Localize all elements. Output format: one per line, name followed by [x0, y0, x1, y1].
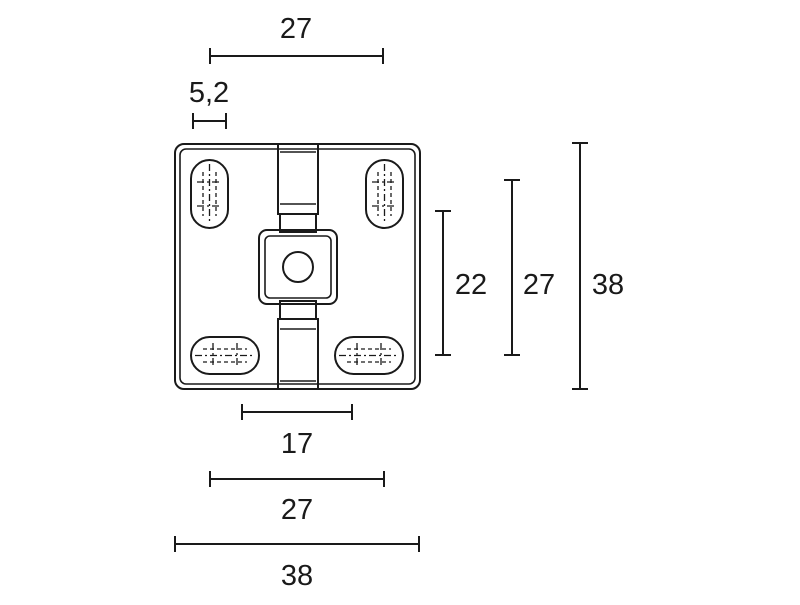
dimension-bottom-mid: 27 — [209, 471, 385, 526]
dimension-height-inner: 22 — [435, 210, 487, 356]
dimension-bottom-outer: 38 — [174, 536, 420, 592]
dimension-label: 5,2 — [189, 77, 229, 109]
center-connector — [258, 213, 338, 320]
connector-block-inner — [264, 235, 332, 299]
dimension-slot-width: 5,2 — [189, 77, 229, 129]
slot-bottom-right — [334, 336, 404, 375]
center-bolt-hole — [282, 251, 314, 283]
dimension-bottom-inner: 17 — [241, 404, 353, 460]
slot-outline — [365, 159, 404, 229]
dimension-label: 17 — [281, 428, 313, 460]
dimension-top-width: 27 — [209, 13, 384, 64]
dimension-height-outer: 38 — [572, 142, 624, 390]
connector-neck-top — [279, 213, 317, 233]
dimension-label: 27 — [280, 13, 312, 45]
mounting-plate — [174, 143, 421, 390]
plate-outer-edge — [174, 143, 421, 390]
dimension-label: 38 — [592, 269, 624, 301]
slot-top-left — [190, 159, 229, 229]
slot-top-right — [365, 159, 404, 229]
connector-neck-bottom — [279, 300, 317, 320]
slot-bottom-left — [190, 336, 260, 375]
plate-inner-edge — [179, 148, 416, 385]
dimension-label: 22 — [455, 269, 487, 301]
slot-outline — [190, 336, 260, 375]
top-channel — [277, 143, 319, 215]
dimension-label: 27 — [281, 494, 313, 526]
dimension-height-mid: 27 — [504, 179, 555, 356]
bottom-channel — [277, 318, 319, 390]
dimension-label: 27 — [523, 269, 555, 301]
slot-outline — [190, 159, 229, 229]
connector-block-outer — [258, 229, 338, 305]
slot-outline — [334, 336, 404, 375]
dimension-label: 38 — [281, 560, 313, 592]
